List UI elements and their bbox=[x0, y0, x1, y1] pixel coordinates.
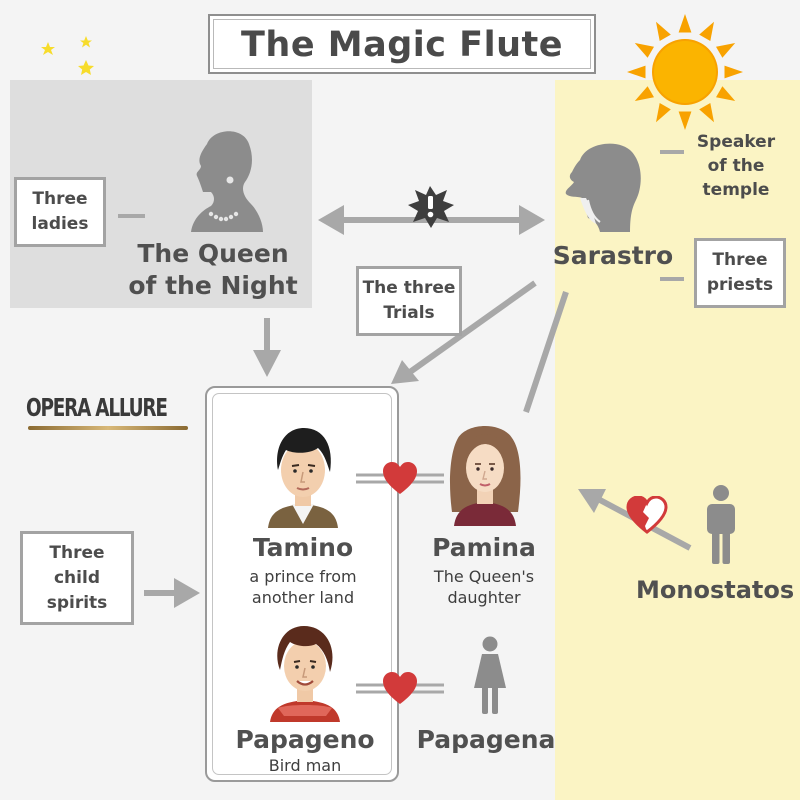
sun-ray bbox=[699, 103, 714, 123]
sun-ray bbox=[716, 86, 736, 101]
star-icon bbox=[78, 60, 94, 75]
monostatos-arrowhead bbox=[578, 489, 606, 513]
pamina-portrait bbox=[450, 426, 521, 526]
tamino-portrait bbox=[268, 428, 338, 528]
pamina-description: The Queen's daughter bbox=[433, 567, 535, 607]
child-spirits-box: Three child spirits bbox=[20, 531, 134, 625]
papageno-name: Papageno bbox=[235, 725, 375, 754]
rivalry-arrowhead-left bbox=[318, 205, 344, 235]
conflict-burst-icon bbox=[408, 186, 454, 228]
trials-arrowhead bbox=[391, 360, 419, 384]
sun-ray bbox=[724, 65, 743, 79]
page-title: The Magic Flute bbox=[241, 25, 563, 65]
pamina-name: Pamina bbox=[432, 533, 536, 562]
three-priests-box: Three priests bbox=[694, 238, 786, 308]
title-box: The Magic Flute bbox=[208, 14, 596, 74]
star-icon bbox=[41, 42, 55, 55]
tamino-pamina-love-link bbox=[356, 462, 444, 494]
queen-down-arrowhead bbox=[253, 350, 281, 377]
sun-ray bbox=[656, 103, 671, 123]
sun-ray bbox=[634, 86, 654, 101]
sarastro-name: Sarastro bbox=[552, 241, 674, 270]
papageno-papagena-love-link bbox=[356, 672, 444, 704]
sun-ray bbox=[716, 43, 736, 58]
three-trials-box: The three Trials bbox=[356, 266, 462, 336]
moon-icon bbox=[87, 18, 157, 110]
broken-heart-icon bbox=[626, 496, 668, 534]
sun-icon bbox=[627, 14, 743, 130]
papageno-portrait bbox=[270, 626, 340, 722]
queen-name: The Queen of the Night bbox=[128, 239, 298, 300]
sun-ray bbox=[656, 21, 671, 41]
star-icon bbox=[80, 36, 92, 48]
heart-icon bbox=[383, 462, 417, 494]
papagena-name: Papagena bbox=[416, 725, 556, 754]
sarastro-silhouette-icon bbox=[565, 143, 641, 232]
sun-ray bbox=[678, 111, 692, 130]
three-ladies-box: Three ladies bbox=[14, 177, 106, 247]
sun-ray bbox=[699, 21, 714, 41]
papageno-description: Bird man bbox=[268, 756, 342, 775]
spirits-arrowhead bbox=[174, 578, 200, 608]
sarastro-pamina-line bbox=[523, 291, 569, 413]
sun-ray bbox=[678, 14, 692, 33]
sun-ray bbox=[634, 43, 654, 58]
sun-ray bbox=[627, 65, 646, 79]
tamino-name: Tamino bbox=[252, 533, 354, 562]
opera-allure-logo: OPERA ALLURE bbox=[26, 393, 194, 433]
rivalry-arrowhead-right bbox=[519, 205, 545, 235]
papagena-figure-icon bbox=[474, 636, 506, 714]
monostatos-figure-icon bbox=[707, 485, 735, 564]
speaker-of-temple-label: Speaker of the temple bbox=[696, 132, 776, 200]
heart-icon bbox=[383, 672, 417, 704]
queen-silhouette-icon bbox=[191, 131, 263, 232]
tamino-description: a prince from another land bbox=[249, 567, 357, 607]
monostatos-name: Monostatos bbox=[636, 576, 795, 604]
trials-arrow bbox=[408, 280, 537, 375]
